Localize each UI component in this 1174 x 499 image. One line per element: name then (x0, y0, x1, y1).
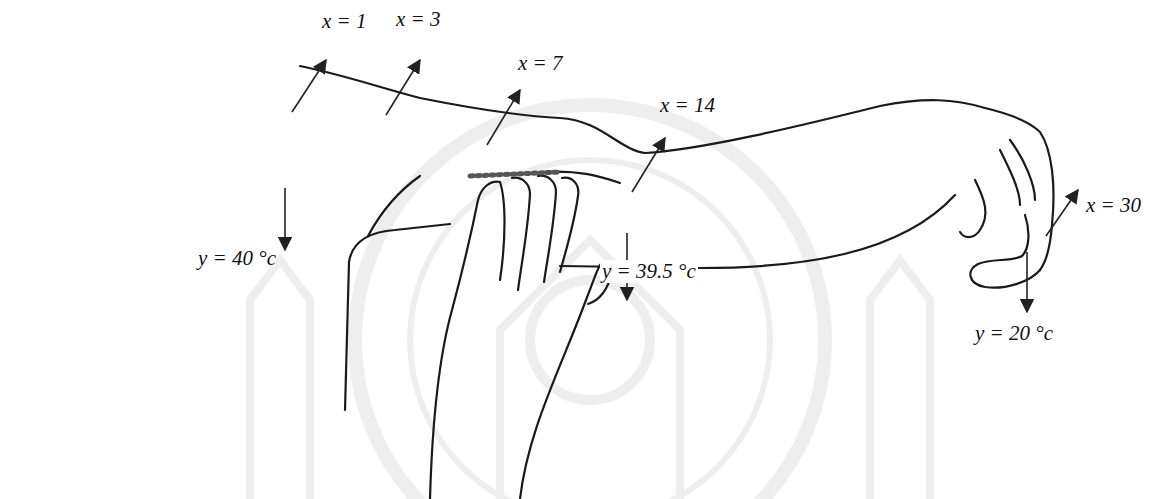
position-label: x = 7 (518, 52, 563, 75)
arm-outline (300, 66, 1054, 410)
temperature-label: y = 20 °c (975, 322, 1053, 345)
position-label: x = 3 (396, 8, 441, 31)
temperature-label: y = 39.5 °c (600, 260, 698, 283)
position-label: x = 1 (322, 10, 367, 33)
position-label: x = 30 (1086, 194, 1141, 217)
temperature-arrows (285, 188, 1027, 312)
watermark-seal (250, 105, 930, 499)
position-label: x = 14 (660, 94, 715, 117)
position-arrows (292, 60, 1078, 236)
temperature-label: y = 40 °c (198, 247, 276, 270)
helper-hand (430, 172, 612, 499)
